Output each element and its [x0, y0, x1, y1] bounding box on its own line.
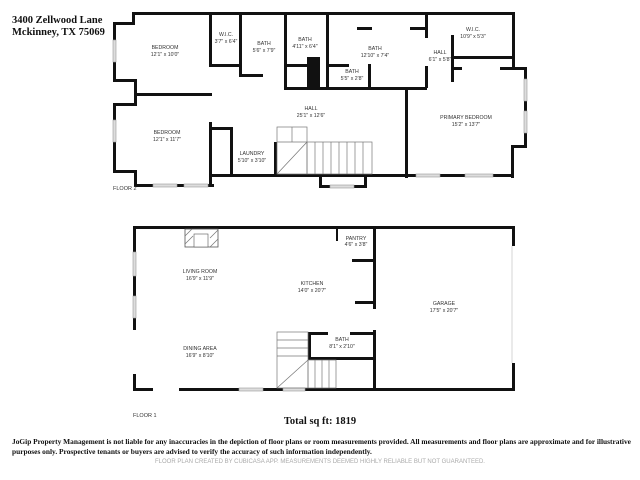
room-dims: 5'10" x 3'10" [238, 158, 267, 164]
room-dims: 15'2" x 13'7" [452, 122, 481, 128]
floor2-stairs [276, 126, 373, 175]
room-name: BATH [335, 337, 349, 343]
room-name: BATH [257, 41, 271, 47]
room-name: HALL [434, 50, 447, 56]
room-dims: 4'6" x 3'8" [345, 242, 368, 248]
floor1-label: FLOOR 1 [133, 413, 157, 419]
room-dims: 16'9" x 11'9" [186, 276, 214, 282]
room-name: W.I.C. [466, 27, 480, 33]
room-name: LIVING ROOM [183, 269, 218, 275]
floor2-room-labels: BEDROOM 12'1" x 10'0" W.I.C. 3'7" x 6'4"… [113, 27, 492, 192]
room-dims: 17'5" x 20'7" [430, 308, 459, 314]
room-dims: 8'1" x 2'10" [329, 344, 355, 350]
room-name: W.I.C. [219, 32, 233, 38]
room-dims: 12'1" x 10'0" [151, 52, 180, 58]
address-line-1: 3400 Zellwood Lane [12, 15, 103, 26]
room-name: HALL [305, 106, 318, 112]
room-dims: 5'5" x 2'8" [341, 76, 364, 82]
room-name: KITCHEN [301, 281, 324, 287]
room-dims: 14'0" x 20'7" [298, 288, 327, 294]
credit-line: FLOOR PLAN CREATED BY CUBICASA APP. MEAS… [155, 459, 485, 465]
room-name: BATH [298, 37, 312, 43]
room-name: BEDROOM [154, 130, 181, 136]
total-square-feet: Total sq ft: 1819 [283, 416, 357, 427]
disclaimer: JoGip Property Management is not liable … [12, 437, 631, 456]
room-dims: 12'10" x 7'4" [361, 53, 390, 59]
room-dims: 25'1" x 12'6" [297, 113, 326, 119]
room-dims: 12'1" x 11'7" [153, 137, 181, 143]
room-name: PANTRY [346, 236, 367, 242]
floor1-stairs [276, 331, 337, 389]
floor1-walls [133, 226, 515, 391]
room-dims: 4'11" x 6'4" [292, 44, 317, 50]
floor2-label: FLOOR 2 [113, 186, 137, 192]
room-dims: 10'9" x 5'3" [460, 34, 486, 40]
room-name: BATH [368, 46, 382, 52]
room-name: PRIMARY BEDROOM [440, 115, 492, 121]
fireplace [184, 228, 219, 248]
room-dims: 3'7" x 6'4" [215, 39, 238, 45]
floor1-windows [132, 246, 513, 392]
address-line-2: Mckinney, TX 75069 [12, 27, 105, 38]
room-name: LAUNDRY [240, 151, 265, 157]
room-dims: 5'6" x 7'9" [253, 48, 276, 54]
room-dims: 6'1" x 5'8" [429, 57, 452, 63]
floor2-windows [112, 39, 528, 189]
floor1-room-labels: LIVING ROOM 16'9" x 11'9" KITCHEN 14'0" … [133, 236, 458, 419]
floor2-walls [113, 12, 527, 188]
room-dims: 16'9" x 8'10" [186, 353, 215, 359]
property-address: 3400 Zellwood Lane Mckinney, TX 75069 [12, 15, 105, 39]
room-name: BEDROOM [152, 45, 179, 51]
room-name: BATH [345, 69, 359, 75]
room-name: DINING AREA [183, 346, 217, 352]
room-name: GARAGE [433, 301, 456, 307]
